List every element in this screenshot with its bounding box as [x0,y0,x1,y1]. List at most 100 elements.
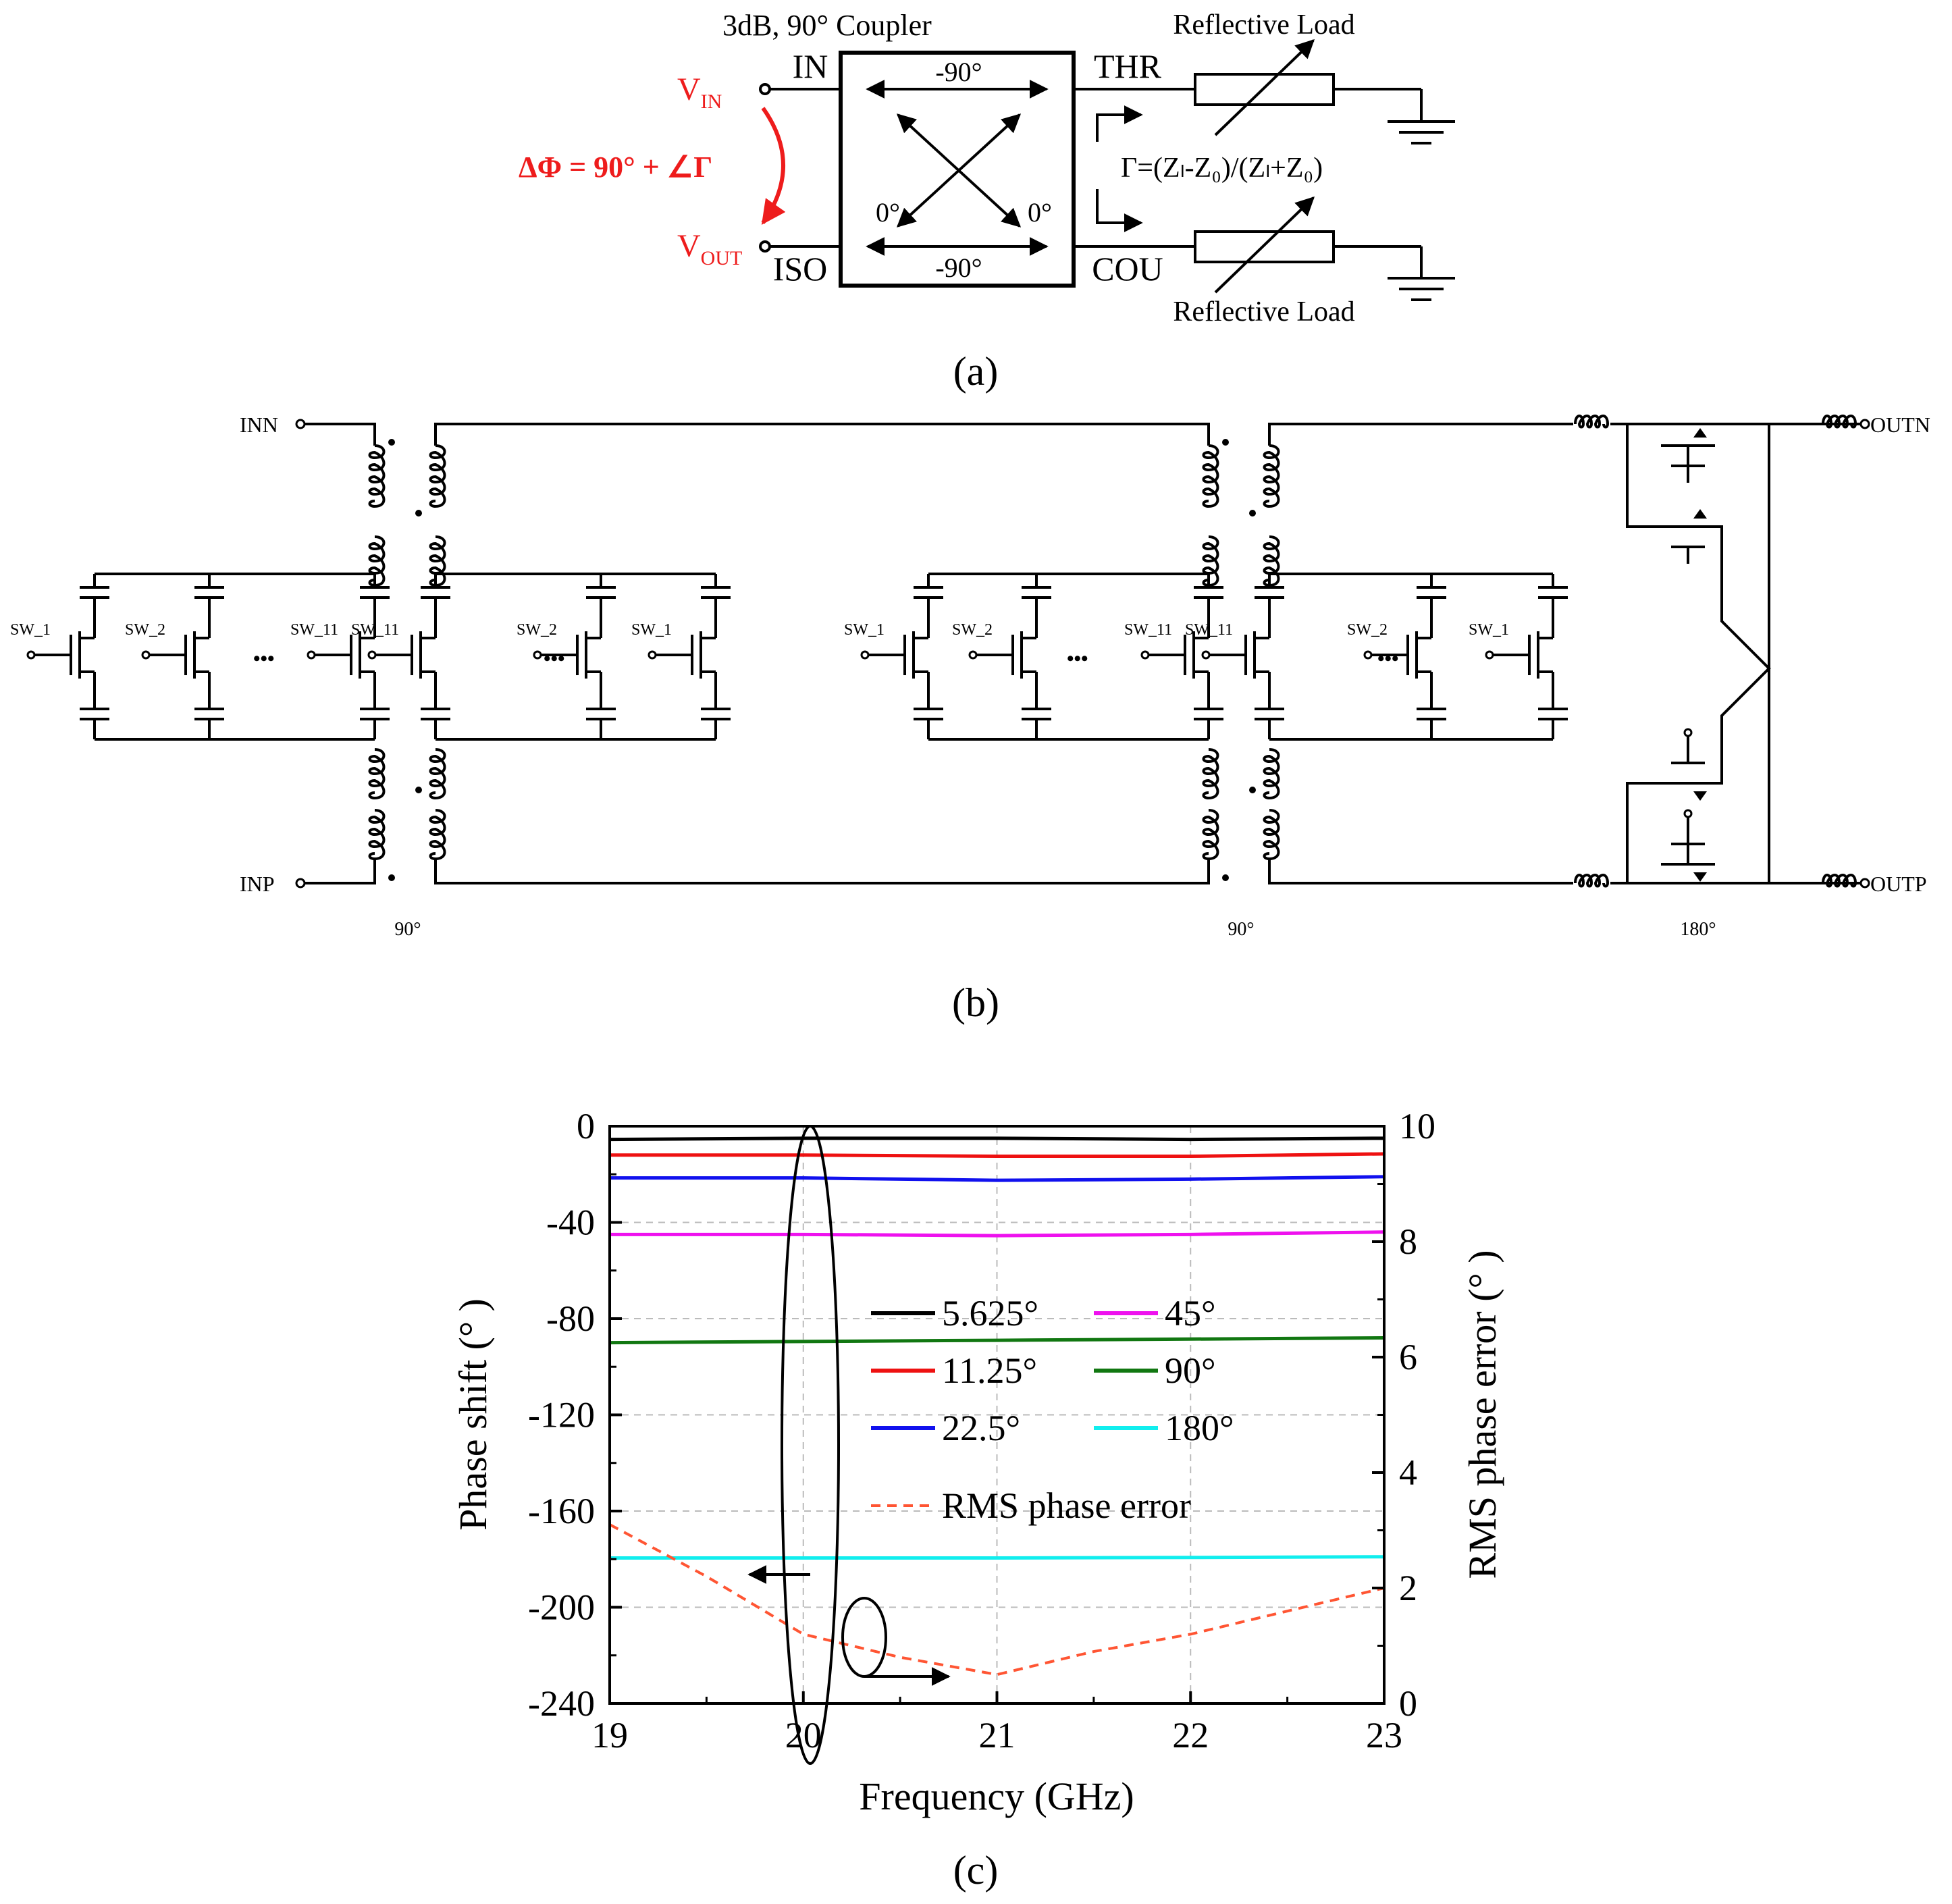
switch-banks: SW_1 SW_2 SW_11 ••• SW_11 SW_2 SW_1 ••• SW_1 SW_2… [10,573,1568,741]
phase-shift-arrow [761,107,786,225]
gate-terminal [1363,650,1373,660]
legend-label: 45° [1165,1293,1216,1333]
series-inductor-top [1574,415,1610,429]
gate-terminal [860,650,870,660]
port-in-label: IN [793,47,828,85]
legend-label: 180° [1165,1408,1234,1448]
series-line-90- [609,1336,1385,1345]
series-line-11-25- [610,1152,1385,1159]
gate-terminal [367,650,377,660]
inductor-left-a-2 [368,748,386,800]
ellipsis-dots: ••• [1377,647,1399,670]
y-tick-label: 0 [577,1106,595,1146]
polarity-dot-0 [388,439,395,446]
gate-terminal [968,650,978,660]
coupler-title: 3dB, 90° Coupler [722,9,932,42]
switch-label: SW_11 [1185,621,1233,639]
inductor-mid-a-1 [1202,535,1219,587]
x-tick-label: 19 [591,1715,628,1755]
y-tick-label: -80 [546,1298,595,1339]
outn-label: OUTN [1870,413,1930,437]
inductor-mid-b-1 [1263,535,1280,587]
y-tick-label: -200 [528,1587,595,1628]
switch-label: SW_1 [10,621,51,639]
gate-terminal [1485,650,1494,660]
caption-c: (c) [953,1848,999,1893]
y2-tick-label: 10 [1399,1106,1435,1146]
inductor-mid-a-0 [1202,444,1219,508]
polarity-dot-5 [1249,510,1256,517]
y2-tick-label: 6 [1399,1337,1417,1377]
outp-label: OUTP [1870,872,1927,896]
legend-label: 5.625° [942,1293,1038,1333]
port-cou-label: COU [1092,250,1163,288]
output-inductor-top [1822,415,1857,429]
phase-right-label: 0° [1028,197,1052,228]
switch-label: SW_2 [952,621,993,639]
x-tick-label: 20 [785,1715,822,1755]
chart-legend: 5.625°11.25°22.5°45°90°180°RMS phase err… [871,1293,1234,1526]
phase-left-label: 0° [876,197,900,228]
vin-label: VIN [677,72,722,113]
series-line-5-625- [609,1136,1385,1142]
inductor-left-b-0 [429,444,446,508]
gate-terminal [307,650,316,660]
legend-label: 22.5° [942,1408,1020,1448]
caption-b: (b) [952,980,999,1025]
y2-tick-label: 4 [1399,1452,1417,1493]
y-tick-label: -120 [528,1395,595,1435]
vout-label: VOUT [677,228,742,269]
y2-tick-label: 8 [1399,1221,1417,1262]
gate-terminal [648,650,657,660]
x-axis-label: Frequency (GHz) [859,1774,1134,1818]
switch-label: SW_11 [1124,621,1172,639]
switch-label: SW_11 [290,621,338,639]
transformer-coils [368,415,1857,888]
inductor-mid-b-2 [1263,748,1280,800]
inductor-left-b-3 [429,809,446,861]
switch-label: SW_11 [351,621,399,639]
port-iso-label: ISO [773,250,828,288]
inductor-left-b-2 [429,748,446,800]
polarity-dot-1 [415,510,422,517]
series-line-rms-phase-error [609,1523,1385,1676]
inductor-left-a-3 [368,809,386,861]
phase-180-stage [1626,424,1771,883]
ellipsis-dots: ••• [253,647,275,670]
series-inductor-bottom [1574,874,1610,888]
switch-label: SW_2 [125,621,165,639]
switch-label: SW_1 [631,621,672,639]
polarity-dot-3 [415,787,422,793]
x-tick-label: 22 [1172,1715,1209,1755]
inductor-left-a-1 [368,535,386,587]
y2-tick-label: 2 [1399,1568,1417,1608]
series-line-180- [610,1555,1385,1560]
polarity-dot-2 [388,874,395,881]
gate-terminal [1201,650,1211,660]
polarity-dot-6 [1222,874,1229,881]
chart-series [609,1136,1385,1676]
gate-terminal [26,650,36,660]
ground-icon-bottom [1388,277,1455,301]
switch-label: SW_2 [1347,621,1388,639]
gamma-formula: Γ=(Zₗ-Z₀)/(Zₗ+Z₀) [1121,153,1323,184]
panel-a-coupler-diagram: 3dB, 90° Coupler IN ISO THR COU -90° -90… [519,9,1455,394]
legend-label: RMS phase error [942,1485,1191,1526]
cross-arrow-2 [896,113,1022,228]
gate-terminal [533,650,542,660]
switch-label: SW_1 [844,621,885,639]
switch-label: SW_2 [517,621,557,639]
vout-terminal [759,240,771,253]
caption-a: (a) [953,349,999,394]
stage1-phase-label: 90° [394,919,421,940]
gate-terminal [1140,650,1150,660]
series-line-22-5- [610,1175,1385,1182]
gate-terminal [141,650,151,660]
inductor-mid-a-3 [1202,809,1219,861]
polarity-dot-7 [1249,787,1256,793]
stage3-phase-label: 180° [1680,919,1716,940]
x-tick-label: 21 [979,1715,1015,1755]
